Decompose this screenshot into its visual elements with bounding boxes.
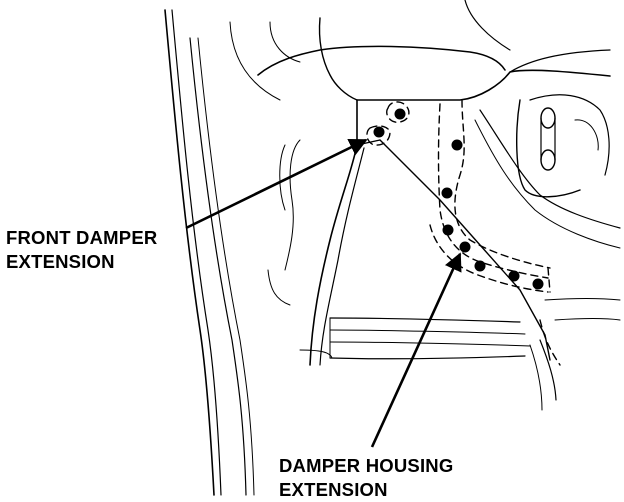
weld-spot-icon xyxy=(532,278,544,290)
damper-housing-label-line-2: EXTENSION xyxy=(279,479,388,500)
weld-spot-icon xyxy=(459,241,471,253)
front-damper-label-line-2: EXTENSION xyxy=(6,251,115,272)
weld-spot-icon xyxy=(451,139,463,151)
front-damper-label-line-1: FRONT DAMPER xyxy=(6,227,158,248)
weld-spots xyxy=(373,108,544,290)
weld-spot-icon xyxy=(508,270,520,282)
dashed-extension-outlines xyxy=(366,99,561,366)
leader-arrows xyxy=(185,138,462,448)
damper-housing-extension-label: DAMPER HOUSING EXTENSION xyxy=(279,454,453,502)
weld-spot-icon xyxy=(474,260,486,272)
damper-housing-arrow-icon xyxy=(370,252,462,448)
weld-spot-icon xyxy=(373,126,385,138)
weld-spot-icon xyxy=(442,224,454,236)
vehicle-structure-lines xyxy=(164,0,621,496)
damper-housing-label-line-1: DAMPER HOUSING xyxy=(279,455,454,476)
weld-spot-icon xyxy=(394,108,406,120)
front-damper-arrow-icon xyxy=(185,138,368,230)
weld-spot-icon xyxy=(441,187,453,199)
front-damper-extension-label: FRONT DAMPER EXTENSION xyxy=(6,226,157,274)
